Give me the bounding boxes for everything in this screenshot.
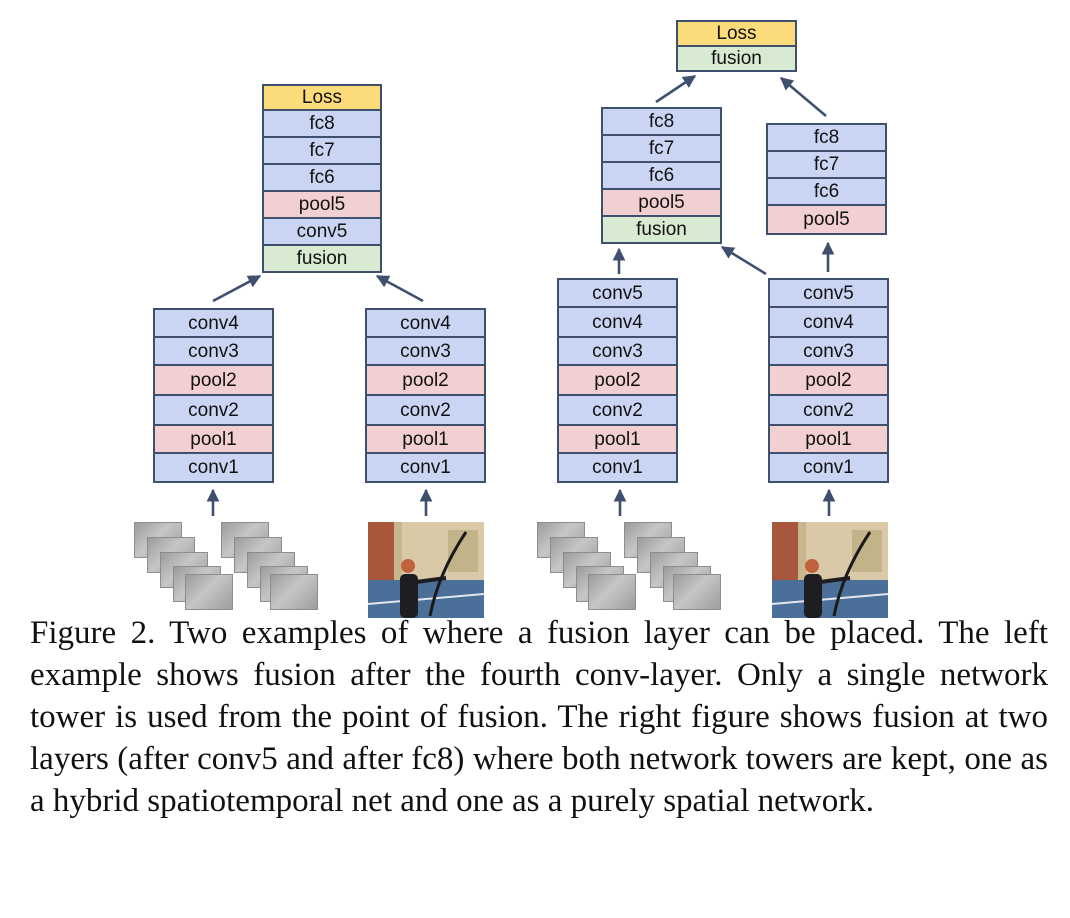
arrow-fc8-to-top-fusion — [655, 74, 697, 104]
layer-pool1: pool1 — [365, 424, 486, 454]
layer-pool2: pool2 — [365, 364, 486, 396]
rgb-frame-archer — [772, 522, 888, 618]
arrow-spatial-fc8-to-top-fusion — [780, 77, 827, 117]
layer-loss: Loss — [676, 20, 797, 47]
arrow-temporal-to-fusion — [212, 274, 262, 303]
layer-conv2: conv2 — [365, 394, 486, 426]
layer-pool5: pool5 — [766, 204, 887, 235]
layer-pool5: pool5 — [262, 190, 382, 219]
layer-conv3: conv3 — [365, 336, 486, 366]
layer-pool2: pool2 — [153, 364, 274, 396]
arrow-spatial-conv5-to-fusion — [720, 245, 767, 276]
layer-fusion: fusion — [676, 45, 797, 72]
layer-fusion: fusion — [262, 244, 382, 273]
layer-pool1: pool1 — [153, 424, 274, 454]
layer-pool2: pool2 — [768, 364, 889, 396]
layer-fc6: fc6 — [766, 177, 887, 206]
layer-conv1: conv1 — [365, 452, 486, 483]
layer-pool1: pool1 — [557, 424, 678, 454]
layer-conv1: conv1 — [153, 452, 274, 483]
layer-fc7: fc7 — [601, 134, 722, 163]
layer-conv2: conv2 — [557, 394, 678, 426]
layer-fc7: fc7 — [262, 136, 382, 165]
rgb-frame-archer — [368, 522, 484, 618]
layer-conv4: conv4 — [768, 306, 889, 338]
layer-conv5: conv5 — [262, 217, 382, 246]
connection-arrows — [206, 74, 836, 516]
figure-caption: Figure 2. Two examples of where a fusion… — [30, 615, 1048, 819]
layer-loss: Loss — [262, 84, 382, 111]
layer-conv1: conv1 — [768, 452, 889, 483]
arrow-spatial-to-fusion — [375, 274, 424, 303]
layer-fusion: fusion — [601, 215, 722, 244]
layer-conv1: conv1 — [557, 452, 678, 483]
